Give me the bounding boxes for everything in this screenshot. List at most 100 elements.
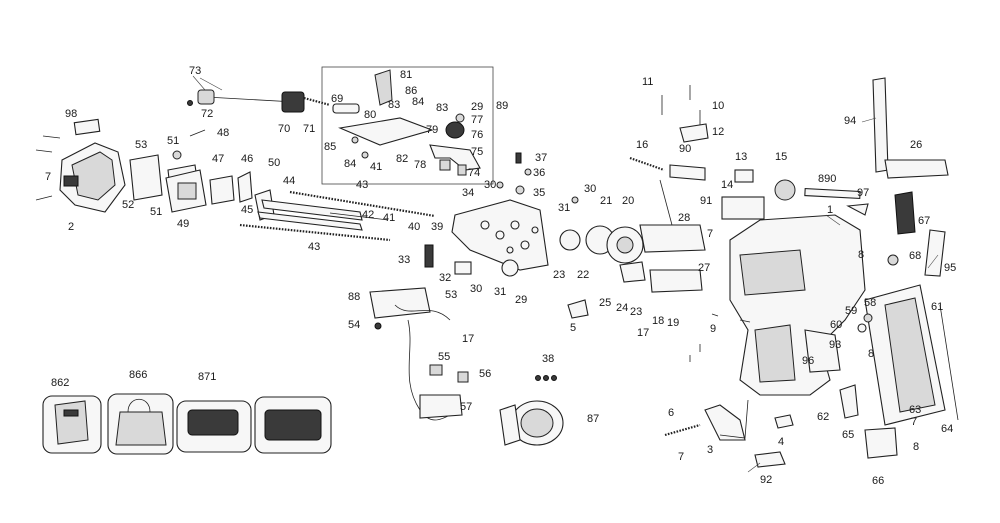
part-97-plate: [73, 118, 101, 136]
gear-cluster: [501, 225, 644, 277]
label-52: 53: [135, 139, 148, 151]
label-866: 871: [198, 371, 217, 383]
label-22: 22: [577, 269, 590, 281]
label-54: 55: [438, 351, 451, 363]
label-56: 57: [460, 401, 473, 413]
label-26: 26: [910, 139, 923, 151]
label-8a: 8: [858, 249, 865, 261]
label-7a: 7: [45, 171, 52, 183]
label-29a: 29: [471, 101, 484, 113]
label-73: 74: [468, 167, 481, 179]
label-79: 80: [364, 109, 377, 121]
parts-89-13-15: [659, 164, 796, 226]
part-26: [884, 159, 949, 179]
label-47: 48: [217, 127, 230, 139]
circuit-assembly: [369, 287, 469, 421]
lower-right-parts: [839, 313, 898, 459]
label-30c: 30: [470, 283, 483, 295]
label-92: 93: [829, 339, 842, 351]
label-83a: 83: [436, 102, 449, 114]
label-25: 25: [599, 297, 612, 309]
label-17a: 17: [462, 333, 475, 345]
part-66: [894, 191, 916, 235]
label-98: 890: [818, 173, 837, 185]
label-95: 96: [802, 355, 815, 367]
label-8b: 8: [868, 348, 875, 360]
label-53a: 53: [445, 289, 458, 301]
label-41a: 41: [370, 161, 383, 173]
mid-small-parts: [165, 169, 275, 221]
part-90-plate: [721, 196, 765, 220]
label-91: 92: [760, 474, 773, 486]
label-83b: 84: [344, 158, 357, 170]
label-42: 42: [362, 209, 375, 221]
label-19: 19: [667, 317, 680, 329]
label-97: 98: [65, 108, 78, 120]
label-51b: 52: [122, 199, 135, 211]
label-7d: 7: [911, 416, 918, 428]
label-34: 34: [462, 187, 475, 199]
label-10: 10: [712, 100, 725, 112]
label-33: 33: [398, 254, 411, 266]
label-70: 71: [303, 123, 316, 135]
label-7b: 7: [707, 228, 714, 240]
top-fasteners: [661, 85, 709, 143]
rod-assembly: [187, 89, 360, 114]
leader-lines: [192, 75, 939, 473]
label-13: 13: [735, 151, 748, 163]
subassembly-frame: [321, 66, 494, 185]
trigger-parts: [619, 224, 706, 293]
label-30a: 30: [484, 179, 497, 191]
label-62: 63: [909, 404, 922, 416]
label-63: 64: [941, 423, 954, 435]
label-67: 68: [909, 250, 922, 262]
label-29b: 29: [515, 294, 528, 306]
label-69: 70: [278, 123, 291, 135]
part-33: [424, 244, 434, 268]
label-72: 73: [189, 65, 202, 77]
label-85: 86: [405, 85, 418, 97]
guide-rails: [257, 199, 389, 231]
label-89: 90: [679, 143, 692, 155]
label-88: 89: [496, 100, 509, 112]
label-49: 50: [268, 157, 281, 169]
spring-16: [629, 156, 665, 172]
label-16: 16: [636, 139, 649, 151]
label-90: 91: [700, 195, 713, 207]
label-59: 60: [830, 319, 843, 331]
part-94: [924, 229, 946, 277]
label-65: 66: [872, 475, 885, 487]
part-86-motor: [499, 400, 564, 446]
label-84b: 85: [324, 141, 337, 153]
label-40: 40: [408, 221, 421, 233]
label-37: 37: [535, 152, 548, 164]
label-15: 15: [775, 151, 788, 163]
label-41b: 41: [383, 212, 396, 224]
part-5: [567, 299, 589, 319]
label-77: 78: [414, 159, 427, 171]
label-43a: 43: [356, 179, 369, 191]
label-38: 38: [542, 353, 555, 365]
label-24: 24: [616, 302, 629, 314]
label-87: 88: [348, 291, 361, 303]
label-12: 12: [712, 126, 725, 138]
label-84a: 84: [412, 96, 425, 108]
label-94: 95: [944, 262, 957, 274]
label-43b: 43: [308, 241, 321, 253]
label-11: 11: [642, 76, 654, 88]
spring-43-lower: [239, 223, 391, 242]
label-53b: 54: [348, 319, 361, 331]
label-31a: 31: [558, 202, 571, 214]
label-35: 35: [533, 187, 546, 199]
label-28: 28: [678, 212, 691, 224]
part-1-main-body: [729, 214, 866, 396]
label-80: 81: [400, 69, 413, 81]
label-66: 67: [918, 215, 931, 227]
label-96: 97: [857, 187, 870, 199]
label-93: 94: [844, 115, 857, 127]
label-44a: 44: [283, 175, 296, 187]
magazine-62-60-63: [864, 284, 959, 426]
label-20: 20: [622, 195, 635, 207]
label-27: 27: [698, 262, 711, 274]
